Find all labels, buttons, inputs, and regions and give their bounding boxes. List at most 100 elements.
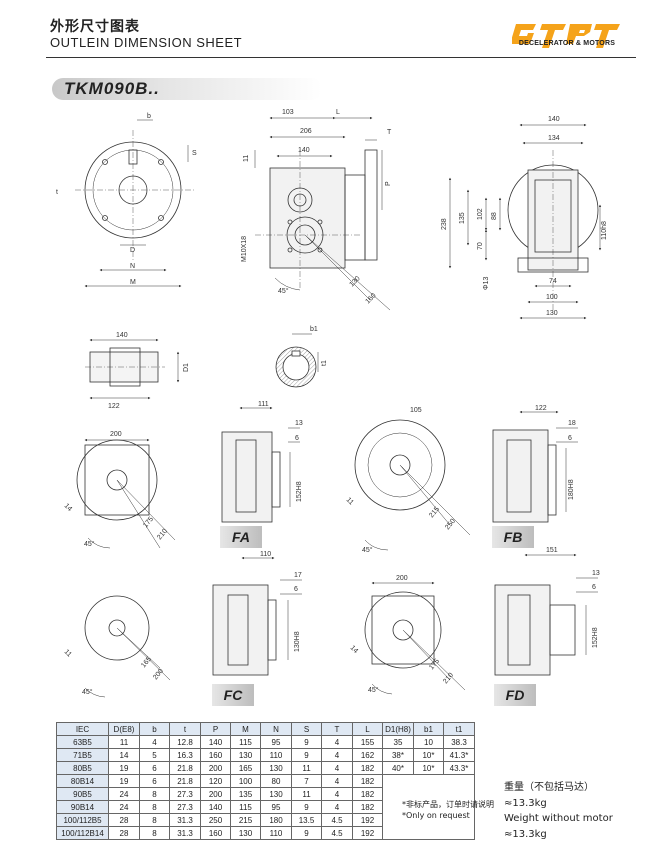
table-cell: 4 <box>139 735 170 749</box>
fb-flange-view <box>354 410 578 551</box>
table-cell: 13.5 <box>291 813 322 827</box>
table-cell: 215 <box>230 813 261 827</box>
flange-front-view <box>75 119 195 288</box>
table-cell: 10 <box>413 735 444 749</box>
end-label-70: 70 <box>477 242 484 250</box>
gearbox-side-view <box>254 116 391 311</box>
model-banner <box>52 78 322 100</box>
table-cell: 8 <box>139 800 170 814</box>
end-label-hole: Φ13 <box>483 277 490 290</box>
table-cell: 9 <box>291 800 322 814</box>
table-cell: 200 <box>200 787 231 801</box>
weight-value-en: ≈13.3kg <box>504 828 547 840</box>
table-cell: 165 <box>230 761 261 775</box>
table-cell: 130 <box>230 748 261 762</box>
table-header: b1 <box>413 722 444 736</box>
table-header: t <box>169 722 201 736</box>
fd-flange-view <box>364 553 598 695</box>
table-cell: 14 <box>108 748 140 762</box>
fd-label-bore: 152H8 <box>592 627 599 648</box>
request-note-en: *Only on request <box>402 811 470 820</box>
mount-label-fa: FA <box>220 526 262 548</box>
logo-tagline: DECELERATOR & MOTORS <box>518 40 616 47</box>
table-cell: 24 <box>108 800 140 814</box>
end-label-135: 135 <box>459 212 466 224</box>
table-header: P <box>200 722 231 736</box>
table-row: 90B5 24 8 27.3 200 135 130 11 4 182 <box>56 787 475 801</box>
table-cell: 182 <box>352 761 383 775</box>
table-cell: 192 <box>352 826 383 840</box>
side-label-p: P <box>385 181 392 186</box>
request-note-cn: *非标产品，订单时请说明 <box>402 800 494 809</box>
fb-label-angle: 45° <box>362 546 373 554</box>
fa-label-210: 210 <box>156 528 169 542</box>
weight-label-en: Weight without motor <box>504 813 613 824</box>
table-cell: 100/112B14 <box>56 826 109 840</box>
table-cell: 11 <box>291 761 322 775</box>
table-cell: 182 <box>352 787 383 801</box>
flange-label-s: S <box>192 150 197 157</box>
table-cell: 4 <box>321 800 353 814</box>
table-cell: 10* <box>413 748 444 762</box>
table-cell: 95 <box>260 735 292 749</box>
fb-label-6: 6 <box>568 435 572 442</box>
table-cell: 90B14 <box>56 800 109 814</box>
table-cell: 4 <box>321 761 353 775</box>
weight-label-cn: 重量（不包括马达） <box>504 782 594 793</box>
table-cell: 135 <box>230 787 261 801</box>
table-cell: 7 <box>291 774 322 788</box>
side-label-t: T <box>387 129 392 136</box>
table-cell: 90B5 <box>56 787 109 801</box>
shaft-label-d1: D1 <box>183 363 190 372</box>
table-cell: 21.8 <box>169 761 201 775</box>
mount-label-fb: FB <box>492 526 534 548</box>
side-label-160: 160 <box>364 292 377 305</box>
end-label-bore: 110h8 <box>601 221 608 240</box>
fc-label-bore: 130H8 <box>294 631 301 652</box>
side-label-thread: M10X18 <box>241 236 248 262</box>
request-note: *非标产品，订单时请说明 *Only on request <box>402 799 494 821</box>
table-cell: 115 <box>230 735 261 749</box>
table-cell: 27.3 <box>169 800 201 814</box>
table-cell: 100/112B5 <box>56 813 109 827</box>
table-cell: 95 <box>260 800 292 814</box>
table-cell: 182 <box>352 774 383 788</box>
table-cell: 140 <box>200 800 231 814</box>
fd-label-6: 6 <box>592 584 596 591</box>
table-cell: 130 <box>230 826 261 840</box>
table-cell: 35 <box>382 735 414 749</box>
shaft-label-140: 140 <box>116 332 128 339</box>
table-header: b <box>139 722 170 736</box>
table-header: L <box>352 722 383 736</box>
fb-label-11: 11 <box>345 496 355 506</box>
table-cell: 63B5 <box>56 735 109 749</box>
table-cell: 192 <box>352 813 383 827</box>
table-cell: 28 <box>108 813 140 827</box>
table-header: M <box>230 722 261 736</box>
table-cell: 4 <box>321 735 353 749</box>
end-labels: 140 134 238 135 102 88 70 110h8 Φ13 74 1… <box>441 116 608 317</box>
side-label-angle: 45° <box>278 287 289 295</box>
table-cell: 31.3 <box>169 826 201 840</box>
fd-label-175: 175 <box>428 658 441 672</box>
table-cell: 9 <box>291 826 322 840</box>
table-cell: 4.5 <box>321 826 353 840</box>
table-header: t1 <box>443 722 475 736</box>
mount-label-fc: FC <box>212 684 254 706</box>
table-cell: 5 <box>139 748 170 762</box>
fc-label-165: 165 <box>140 656 153 670</box>
flange-label-b: b <box>147 113 151 120</box>
table-cell: 110 <box>260 826 292 840</box>
table-cell: 31.3 <box>169 813 201 827</box>
table-cell: 180 <box>260 813 292 827</box>
fa-label-200: 200 <box>110 431 122 438</box>
fd-label-151: 151 <box>546 547 558 554</box>
mount-label-fd: FD <box>494 684 536 706</box>
hollow-shaft-view <box>85 333 319 400</box>
table-cell: 200 <box>200 761 231 775</box>
fc-label-17: 17 <box>294 572 302 579</box>
table-cell: 160 <box>200 748 231 762</box>
header-divider <box>46 57 636 58</box>
table-cell: 43.3* <box>443 761 475 775</box>
table-cell: 4 <box>321 787 353 801</box>
